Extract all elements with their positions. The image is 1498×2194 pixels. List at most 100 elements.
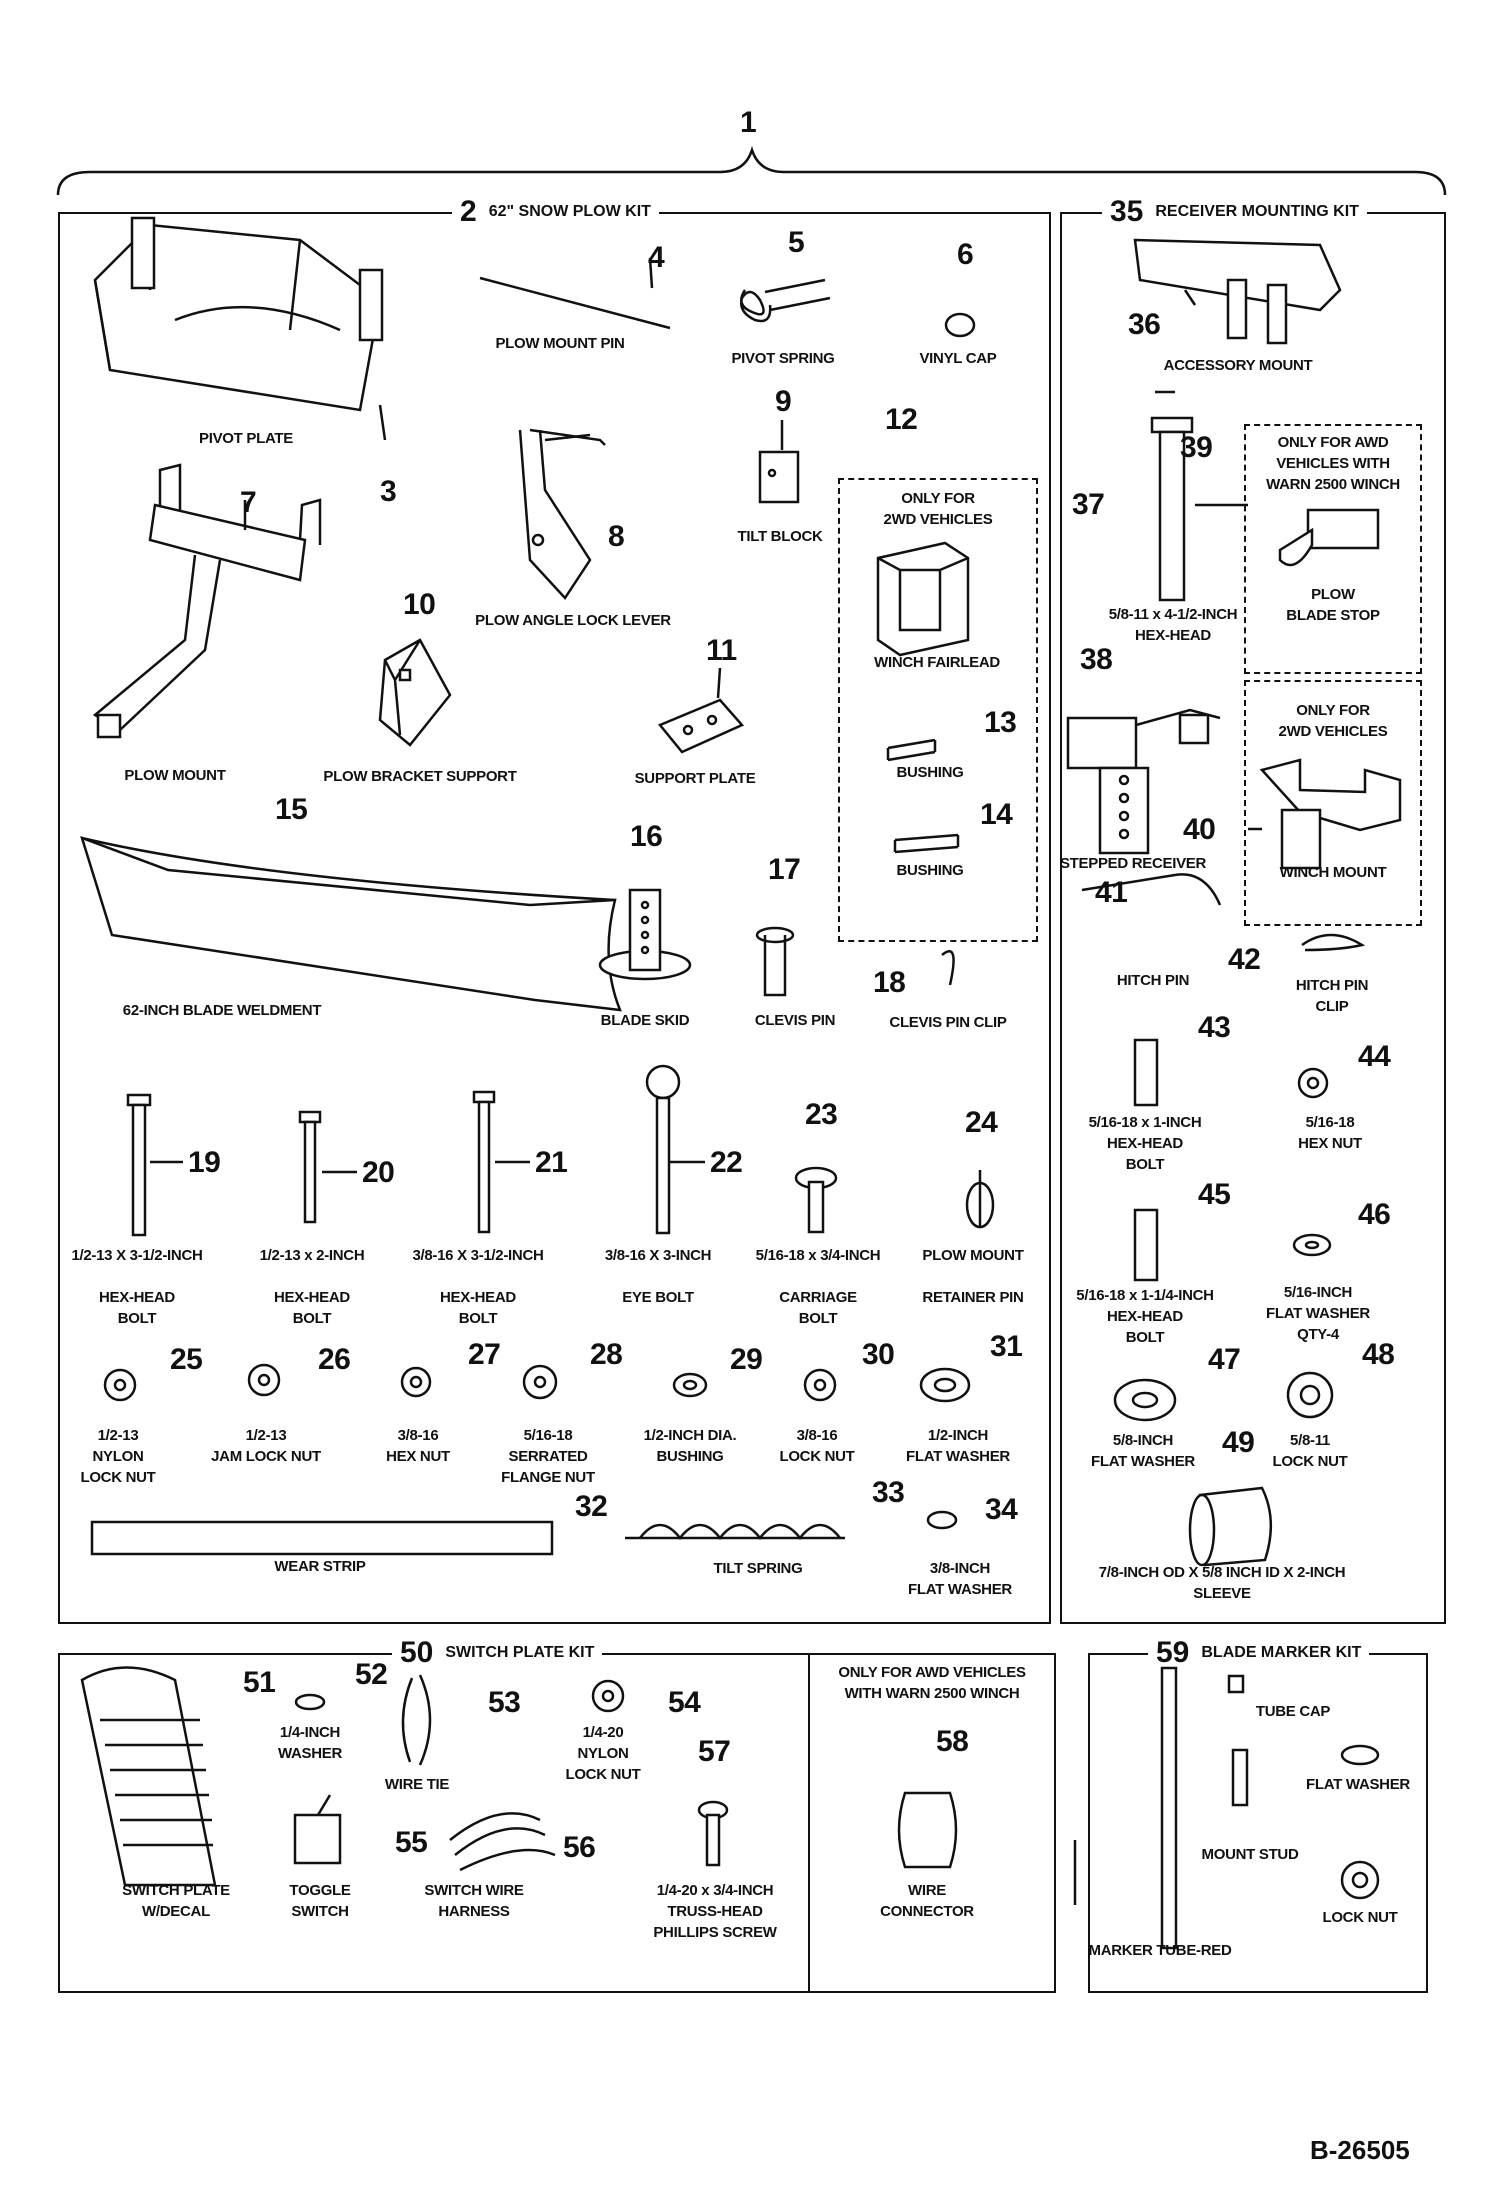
part-number-57: 57 [698, 1735, 731, 1768]
part-number-27: 27 [468, 1338, 501, 1371]
drawing-number: B-26505 [1310, 2135, 1410, 2165]
marker-tube-label: MARKER TUBE-RED [1088, 1942, 1232, 1959]
part-number-20: 20 [362, 1156, 395, 1189]
part-number-12: 12 [885, 403, 918, 436]
part-label-36: ACCESSORY MOUNT [1163, 357, 1313, 374]
part-label-23: 5/16-18 x 3/4-INCH CARRIAGE BOLT [755, 1247, 881, 1327]
part-number-11: 11 [706, 634, 737, 667]
part-number-28: 28 [590, 1338, 623, 1371]
box39-title: ONLY FOR AWD VEHICLES WITH WARN 2500 WIN… [1266, 434, 1400, 493]
part-label-34: 3/8-INCH FLAT WASHER [908, 1560, 1012, 1598]
part-label-24: PLOW MOUNT RETAINER PIN [922, 1247, 1024, 1306]
part-label-38: STEPPED RECEIVER [1059, 855, 1207, 872]
part-label-55: TOGGLE SWITCH [289, 1882, 351, 1920]
box40-2wd-only [1244, 680, 1422, 926]
kit-number: 1 [740, 106, 757, 139]
part-label-8: PLOW ANGLE LOCK LEVER [475, 612, 671, 629]
part-number-29: 29 [730, 1343, 763, 1376]
part-label-44: 5/16-18 HEX NUT [1298, 1114, 1362, 1152]
part-label-53: WIRE TIE [384, 1776, 450, 1793]
part-number-16: 16 [630, 820, 663, 853]
box12-title: ONLY FOR 2WD VEHICLES [883, 490, 993, 528]
part-label-45: 5/16-18 x 1-1/4-INCH HEX-HEAD BOLT [1076, 1287, 1214, 1346]
part-number-53: 53 [488, 1686, 521, 1719]
part-number-6: 6 [957, 238, 974, 271]
snow-plow-kit-header: 2 62" SNOW PLOW KIT [452, 195, 659, 229]
part-label-27: 3/8-16 HEX NUT [386, 1427, 450, 1465]
part-label-47: 5/8-INCH FLAT WASHER [1091, 1432, 1195, 1470]
part-number-51: 51 [243, 1666, 276, 1699]
part-number-46: 46 [1358, 1198, 1391, 1231]
part-label-33: TILT SPRING [713, 1560, 803, 1577]
part-number-43: 43 [1198, 1011, 1231, 1044]
kit-bracket [56, 145, 1447, 196]
part-label-19: 1/2-13 X 3-1/2-INCH HEX-HEAD BOLT [71, 1247, 203, 1327]
snow-plow-kit-title: 62" SNOW PLOW KIT [488, 203, 651, 220]
part-number-38: 38 [1080, 643, 1113, 676]
part-label-18: CLEVIS PIN CLIP [889, 1014, 1007, 1031]
part-number-30: 30 [862, 1338, 895, 1371]
part-label-15: 62-INCH BLADE WELDMENT [122, 1002, 322, 1019]
marker-mount-stud-label: MOUNT STUD [1201, 1846, 1299, 1863]
part-number-3: 3 [380, 475, 397, 508]
part-number-48: 48 [1362, 1338, 1395, 1371]
part-number-31: 31 [990, 1330, 1023, 1363]
marker-tube-cap-label: TUBE CAP [1255, 1703, 1331, 1720]
part-number-33: 33 [872, 1476, 905, 1509]
part-label-32: WEAR STRIP [274, 1558, 366, 1575]
part-number-58: 58 [936, 1725, 969, 1758]
part-label-11: SUPPORT PLATE [634, 770, 756, 787]
blade-marker-kit-number: 59 [1156, 1636, 1190, 1669]
part-number-24: 24 [965, 1106, 998, 1139]
part-number-17: 17 [768, 853, 801, 886]
part-label-25: 1/2-13 NYLON LOCK NUT [80, 1427, 156, 1486]
part-number-47: 47 [1208, 1343, 1241, 1376]
part-number-41: 41 [1095, 876, 1128, 909]
receiver-kit-number: 35 [1110, 195, 1144, 228]
part-number-45: 45 [1198, 1178, 1231, 1211]
part-label-40: WINCH MOUNT [1279, 864, 1387, 881]
part-label-31: 1/2-INCH FLAT WASHER [906, 1427, 1010, 1465]
part-number-44: 44 [1358, 1040, 1391, 1073]
part-label-56: SWITCH WIRE HARNESS [424, 1882, 524, 1920]
part-number-32: 32 [575, 1490, 608, 1523]
marker-flat-washer-label: FLAT WASHER [1306, 1776, 1410, 1793]
part-label-30: 3/8-16 LOCK NUT [779, 1427, 855, 1465]
part-label-16: BLADE SKID [600, 1012, 690, 1029]
part-number-37: 37 [1072, 488, 1105, 521]
part-label-29: 1/2-INCH DIA. BUSHING [643, 1427, 737, 1465]
part-label-9: TILT BLOCK [737, 528, 823, 545]
part-number-36: 36 [1128, 308, 1161, 341]
part-number-5: 5 [788, 226, 805, 259]
part-label-26: 1/2-13 JAM LOCK NUT [211, 1427, 321, 1465]
part-label-13: BUSHING [896, 764, 964, 781]
part-label-10: PLOW BRACKET SUPPORT [323, 768, 517, 785]
part-label-21: 3/8-16 X 3-1/2-INCH HEX-HEAD BOLT [412, 1247, 544, 1327]
box12-2wd-only [838, 478, 1038, 942]
part-label-20: 1/2-13 x 2-INCH HEX-HEAD BOLT [259, 1247, 365, 1327]
part-label-39: PLOW BLADE STOP [1286, 586, 1380, 624]
snow-plow-kit-number: 2 [460, 195, 477, 228]
part-label-5: PIVOT SPRING [731, 350, 835, 367]
part-number-13: 13 [984, 706, 1017, 739]
part-number-26: 26 [318, 1343, 351, 1376]
part-number-22: 22 [710, 1146, 743, 1179]
marker-lock-nut-label: LOCK NUT [1322, 1909, 1398, 1926]
part-number-4: 4 [648, 241, 665, 274]
part-number-25: 25 [170, 1343, 203, 1376]
part-number-7: 7 [240, 486, 257, 519]
part-number-39: 39 [1180, 431, 1213, 464]
part-label-3: PIVOT PLATE [199, 430, 293, 447]
part-label-42: HITCH PIN CLIP [1295, 977, 1369, 1015]
part-label-48: 5/8-11 LOCK NUT [1272, 1432, 1348, 1470]
part-label-57: 1/4-20 x 3/4-INCH TRUSS-HEAD PHILLIPS SC… [653, 1882, 777, 1941]
part-label-17: CLEVIS PIN [754, 1012, 836, 1029]
part-number-52: 52 [355, 1658, 388, 1691]
part-number-19: 19 [188, 1146, 221, 1179]
part-number-56: 56 [563, 1831, 596, 1864]
part-label-51: SWITCH PLATE W/DECAL [122, 1882, 230, 1920]
part-number-9: 9 [775, 385, 792, 418]
